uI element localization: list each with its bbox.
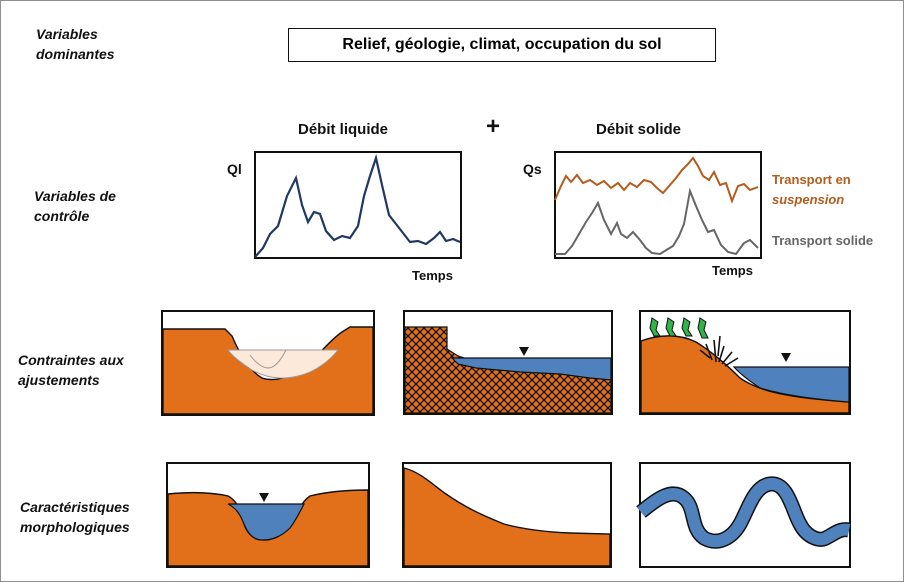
- solid-x-axis-label: Temps: [712, 263, 753, 278]
- solid-y-axis-label: Qs: [523, 161, 542, 177]
- tree-icon: [649, 317, 709, 339]
- legend-suspension-line1: Transport en: [772, 172, 851, 187]
- plus-sign: +: [486, 113, 501, 140]
- panel-meandering-planform: [636, 462, 851, 568]
- solid-chart-frame: [554, 151, 762, 259]
- solid-discharge-chart: [554, 151, 762, 259]
- liquid-discharge-chart: [254, 151, 462, 259]
- legend-bedload: Transport solide: [772, 233, 874, 248]
- row-label-dominant: Variables dominantes: [36, 26, 115, 62]
- liquid-x-axis-label: Temps: [412, 268, 453, 283]
- water-level-marker-icon: [259, 493, 269, 502]
- liquid-discharge-header: Débit liquide: [298, 121, 388, 138]
- suspension-transport-line: [554, 156, 759, 204]
- row-label-morphology: Caractéristiques morphologiques: [20, 499, 130, 535]
- solid-discharge-header: Débit solide: [596, 121, 682, 138]
- water-level-marker-icon: [519, 347, 529, 356]
- liquid-chart-frame: [254, 151, 462, 259]
- panel-longitudinal-profile: [402, 462, 612, 568]
- water-level-marker-icon: [781, 353, 791, 362]
- dominant-variables-box: Relief, géologie, climat, occupation du …: [288, 28, 716, 62]
- legend-suspension-line2: suspension: [772, 192, 845, 207]
- liquid-hydrograph-line: [254, 153, 461, 258]
- shrub-icon: [699, 335, 739, 367]
- panel-vegetated-bank: [639, 310, 851, 415]
- bedload-transport-line: [555, 187, 759, 256]
- dominant-variables-text: Relief, géologie, climat, occupation du …: [342, 36, 662, 53]
- row-label-control: Variables de contrôle: [34, 188, 116, 224]
- row-label-constraints: Contraintes aux ajustements: [18, 352, 124, 388]
- panel-channel-cross-section: [166, 462, 370, 568]
- panel-valley-floodplain: [161, 310, 375, 416]
- liquid-y-axis-label: Ql: [227, 161, 242, 177]
- panel-gravel-bank: [403, 310, 613, 415]
